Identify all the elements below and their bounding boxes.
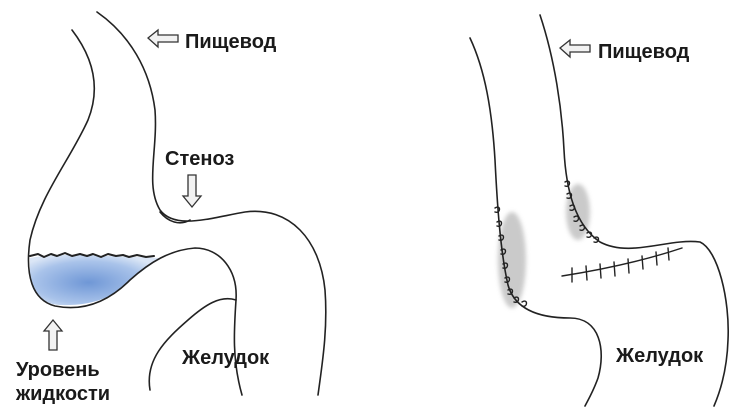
esophagus-label-left: Пищевод (185, 31, 277, 53)
stomach-inner-curve (149, 299, 236, 390)
fluid-pool (30, 255, 160, 305)
esophagus-label-right: Пищевод (598, 41, 690, 63)
left-panel-achalasia: Пищевод Стеноз Уровень жидкости Желудок (15, 12, 326, 405)
stenosis-arrow (183, 175, 201, 207)
stomach-label-right: Желудок (615, 345, 704, 367)
esophagus-left-wall (28, 30, 242, 395)
esophagus-arrow-right (560, 40, 590, 57)
esophagus-arrow-left (148, 30, 178, 47)
fluid-level-arrow (44, 320, 62, 350)
fluid-level-label-line2: жидкости (15, 383, 110, 405)
suture-horizontal-line (562, 248, 682, 276)
fluid-level-label-line1: Уровень (16, 359, 100, 381)
stomach-label-left: Желудок (181, 347, 270, 369)
right-panel-after-surgery: Пищевод Желудок (470, 15, 728, 406)
stenosis-label: Стеноз (165, 148, 234, 170)
esophagus-right-wall (97, 12, 326, 395)
